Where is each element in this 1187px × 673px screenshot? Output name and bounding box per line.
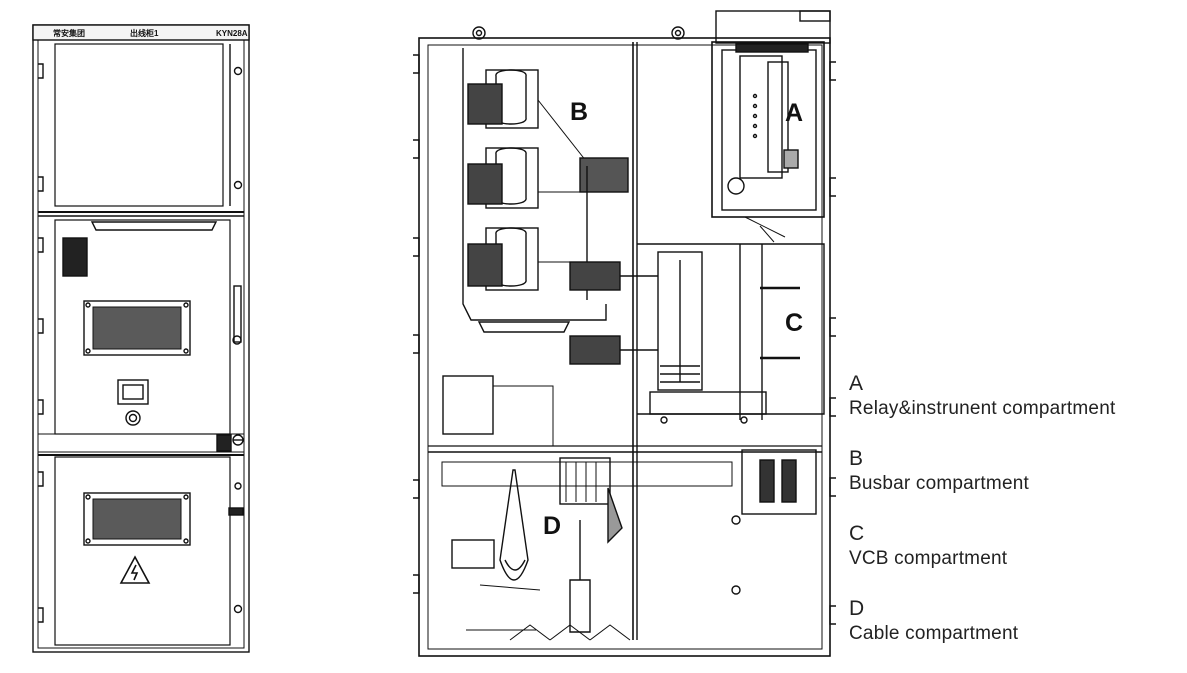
legend-description: Busbar compartment: [849, 473, 1029, 494]
legend-description: VCB compartment: [849, 548, 1008, 569]
legend-item-d: D Cable compartment: [849, 597, 1184, 672]
front-middle-door: [38, 219, 242, 435]
legend-description: Cable compartment: [849, 623, 1019, 644]
nameplate-company: 常安集团: [53, 28, 85, 38]
section-view-cabinet: B A C D: [413, 10, 836, 657]
vent-grille-upper: [83, 300, 191, 356]
front-middle-band: [37, 433, 245, 453]
legend-letter: C: [849, 522, 865, 545]
busbar-insulator-1: [467, 69, 539, 129]
warning-label-plate: [62, 237, 88, 277]
relay-instrument-compartment: [711, 41, 825, 243]
nameplate-strip: [32, 24, 250, 41]
legend-item-a: A Relay&instrunent compartment: [849, 372, 1184, 447]
front-bottom-door: [38, 454, 244, 646]
high-voltage-warning-icon: [119, 555, 151, 584]
label-c: C: [785, 309, 803, 337]
label-a: A: [785, 99, 803, 127]
front-top-door: [38, 43, 244, 217]
compartment-legend: A Relay&instrunent compartment B Busbar …: [849, 372, 1184, 672]
legend-letter: A: [849, 372, 864, 395]
nameplate-cabinet-name: 出线柜1: [130, 28, 159, 38]
viewing-window: [117, 379, 149, 405]
nameplate-model: KYN28A: [216, 29, 248, 38]
vcb-compartment: [569, 243, 825, 424]
operation-knob: [125, 410, 141, 426]
vent-grille-lower: [83, 492, 191, 546]
legend-item-c: C VCB compartment: [849, 522, 1184, 597]
busbar-insulator-3: [467, 227, 539, 291]
cable-compartment: [442, 375, 817, 641]
legend-letter: B: [849, 447, 864, 470]
label-d: D: [543, 512, 561, 540]
label-b: B: [570, 98, 588, 126]
busbar-insulator-2: [467, 147, 539, 209]
legend-description: Relay&instrunent compartment: [849, 398, 1116, 419]
front-view-cabinet: 常安集团 出线柜1 KYN28A: [32, 24, 250, 653]
legend-item-b: B Busbar compartment: [849, 447, 1184, 522]
legend-letter: D: [849, 597, 865, 620]
